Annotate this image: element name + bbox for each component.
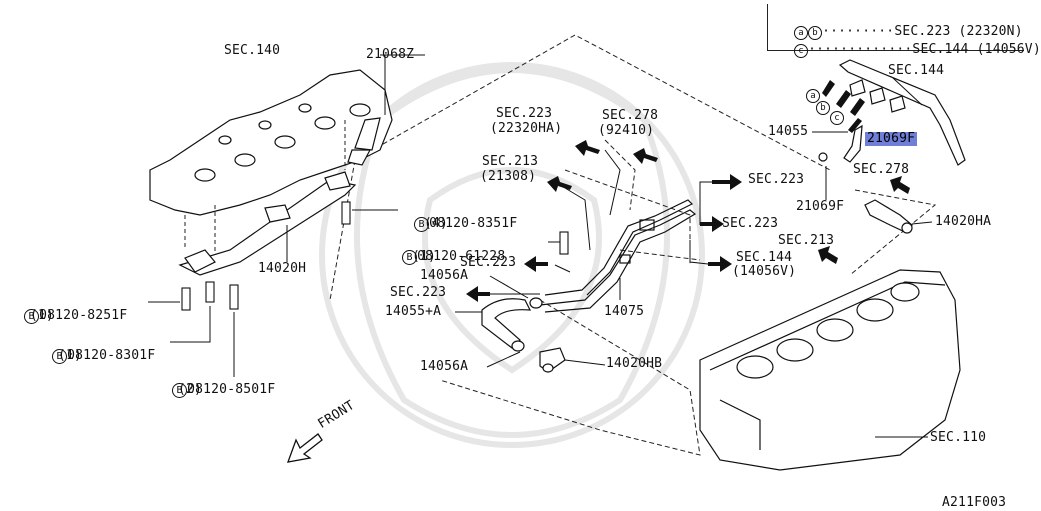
label-14055-plus-a[interactable]: 14055+A <box>385 304 442 319</box>
label-sec213-top[interactable]: SEC.213 <box>482 154 539 169</box>
fuel-rail <box>838 59 966 166</box>
label-sec110[interactable]: SEC.110 <box>930 430 987 445</box>
bolt-mark-5: B <box>172 383 188 398</box>
label-14020ha[interactable]: 14020HA <box>935 214 992 229</box>
part-14055-hose <box>818 124 863 163</box>
label-sec140[interactable]: SEC.140 <box>224 43 281 58</box>
diagram-id: A211F003 <box>942 495 1007 510</box>
bolt-mark-1: B <box>414 217 430 232</box>
part-14020h-bracket <box>178 171 357 276</box>
label-21069f[interactable]: 21069F <box>796 199 845 214</box>
label-sec278-right[interactable]: SEC.278 <box>853 162 910 177</box>
label-sec223-top[interactable]: SEC.223 <box>496 106 553 121</box>
label-sec144-mid[interactable]: SEC.144 <box>736 250 793 265</box>
label-sec278-top-sub: (92410) <box>598 123 655 138</box>
label-14055[interactable]: 14055 <box>768 124 809 139</box>
label-14075[interactable]: 14075 <box>604 304 645 319</box>
legend-mark-c: c <box>794 44 809 58</box>
legend-row2: c·············SEC.144 (14056V) <box>778 29 1041 58</box>
label-bolt2-qty: (1) <box>412 249 437 264</box>
bolt-mark-4: B <box>52 349 68 364</box>
label-sec223-a[interactable]: SEC.223 <box>748 172 805 187</box>
part-14020ha-valve <box>864 199 913 234</box>
label-14020hb[interactable]: 14020HB <box>606 356 663 371</box>
label-bolt5-qty: (2) <box>178 382 203 397</box>
mark-c: c <box>830 111 844 125</box>
label-sec223-d[interactable]: SEC.223 <box>390 285 447 300</box>
label-14056a-2[interactable]: 14056A <box>420 359 469 374</box>
cylinder-block <box>699 269 961 471</box>
label-sec223-c[interactable]: SEC.223 <box>460 255 517 270</box>
legend-box <box>767 4 1024 51</box>
intake-manifold <box>149 69 393 216</box>
bolt-mark-3: B <box>24 309 40 324</box>
bolt-leaders <box>148 209 560 377</box>
bolts-left <box>181 201 569 311</box>
label-bolt3-qty: (1) <box>30 308 55 323</box>
label-sec213-right[interactable]: SEC.213 <box>778 233 835 248</box>
mark-a: a <box>806 89 820 103</box>
legend-mark-a: a <box>794 26 809 40</box>
label-sec223-top-sub: (22320HA) <box>490 121 563 136</box>
part-21068z-sensor <box>347 117 381 166</box>
label-14020h[interactable]: 14020H <box>258 261 307 276</box>
manifold-dash-lines <box>184 120 346 255</box>
label-14056a-1[interactable]: 14056A <box>420 268 469 283</box>
legend-mark-b: b <box>808 26 823 40</box>
mark-b: b <box>816 101 830 115</box>
label-sec223-b[interactable]: SEC.223 <box>722 216 779 231</box>
label-sec144-mid-sub: (14056V) <box>732 264 797 279</box>
label-sec213-top-sub: (21308) <box>480 169 537 184</box>
label-bolt4-qty: (1) <box>58 348 83 363</box>
label-sec144-top[interactable]: SEC.144 <box>888 63 945 78</box>
watermark-emblem <box>319 62 705 448</box>
front-arrow-icon <box>287 433 323 463</box>
label-21068z[interactable]: 21068Z <box>366 47 415 62</box>
part-14055a-hose <box>481 297 543 352</box>
arrow-leaders <box>490 149 712 295</box>
bolt-mark-2: B <box>402 250 418 265</box>
dashed-assembly-outline <box>329 34 937 456</box>
legend-row1-text: SEC.223 (22320N) <box>894 24 1023 39</box>
part-14020hb-connector <box>539 347 566 373</box>
label-21069f-highlighted[interactable]: 21069F <box>865 131 918 146</box>
legend-row2-text: SEC.144 (14056V) <box>912 42 1041 57</box>
part-14075-pipe <box>539 199 697 313</box>
label-bolt1-qty: (4) <box>424 216 449 231</box>
label-sec278-top[interactable]: SEC.278 <box>602 108 659 123</box>
